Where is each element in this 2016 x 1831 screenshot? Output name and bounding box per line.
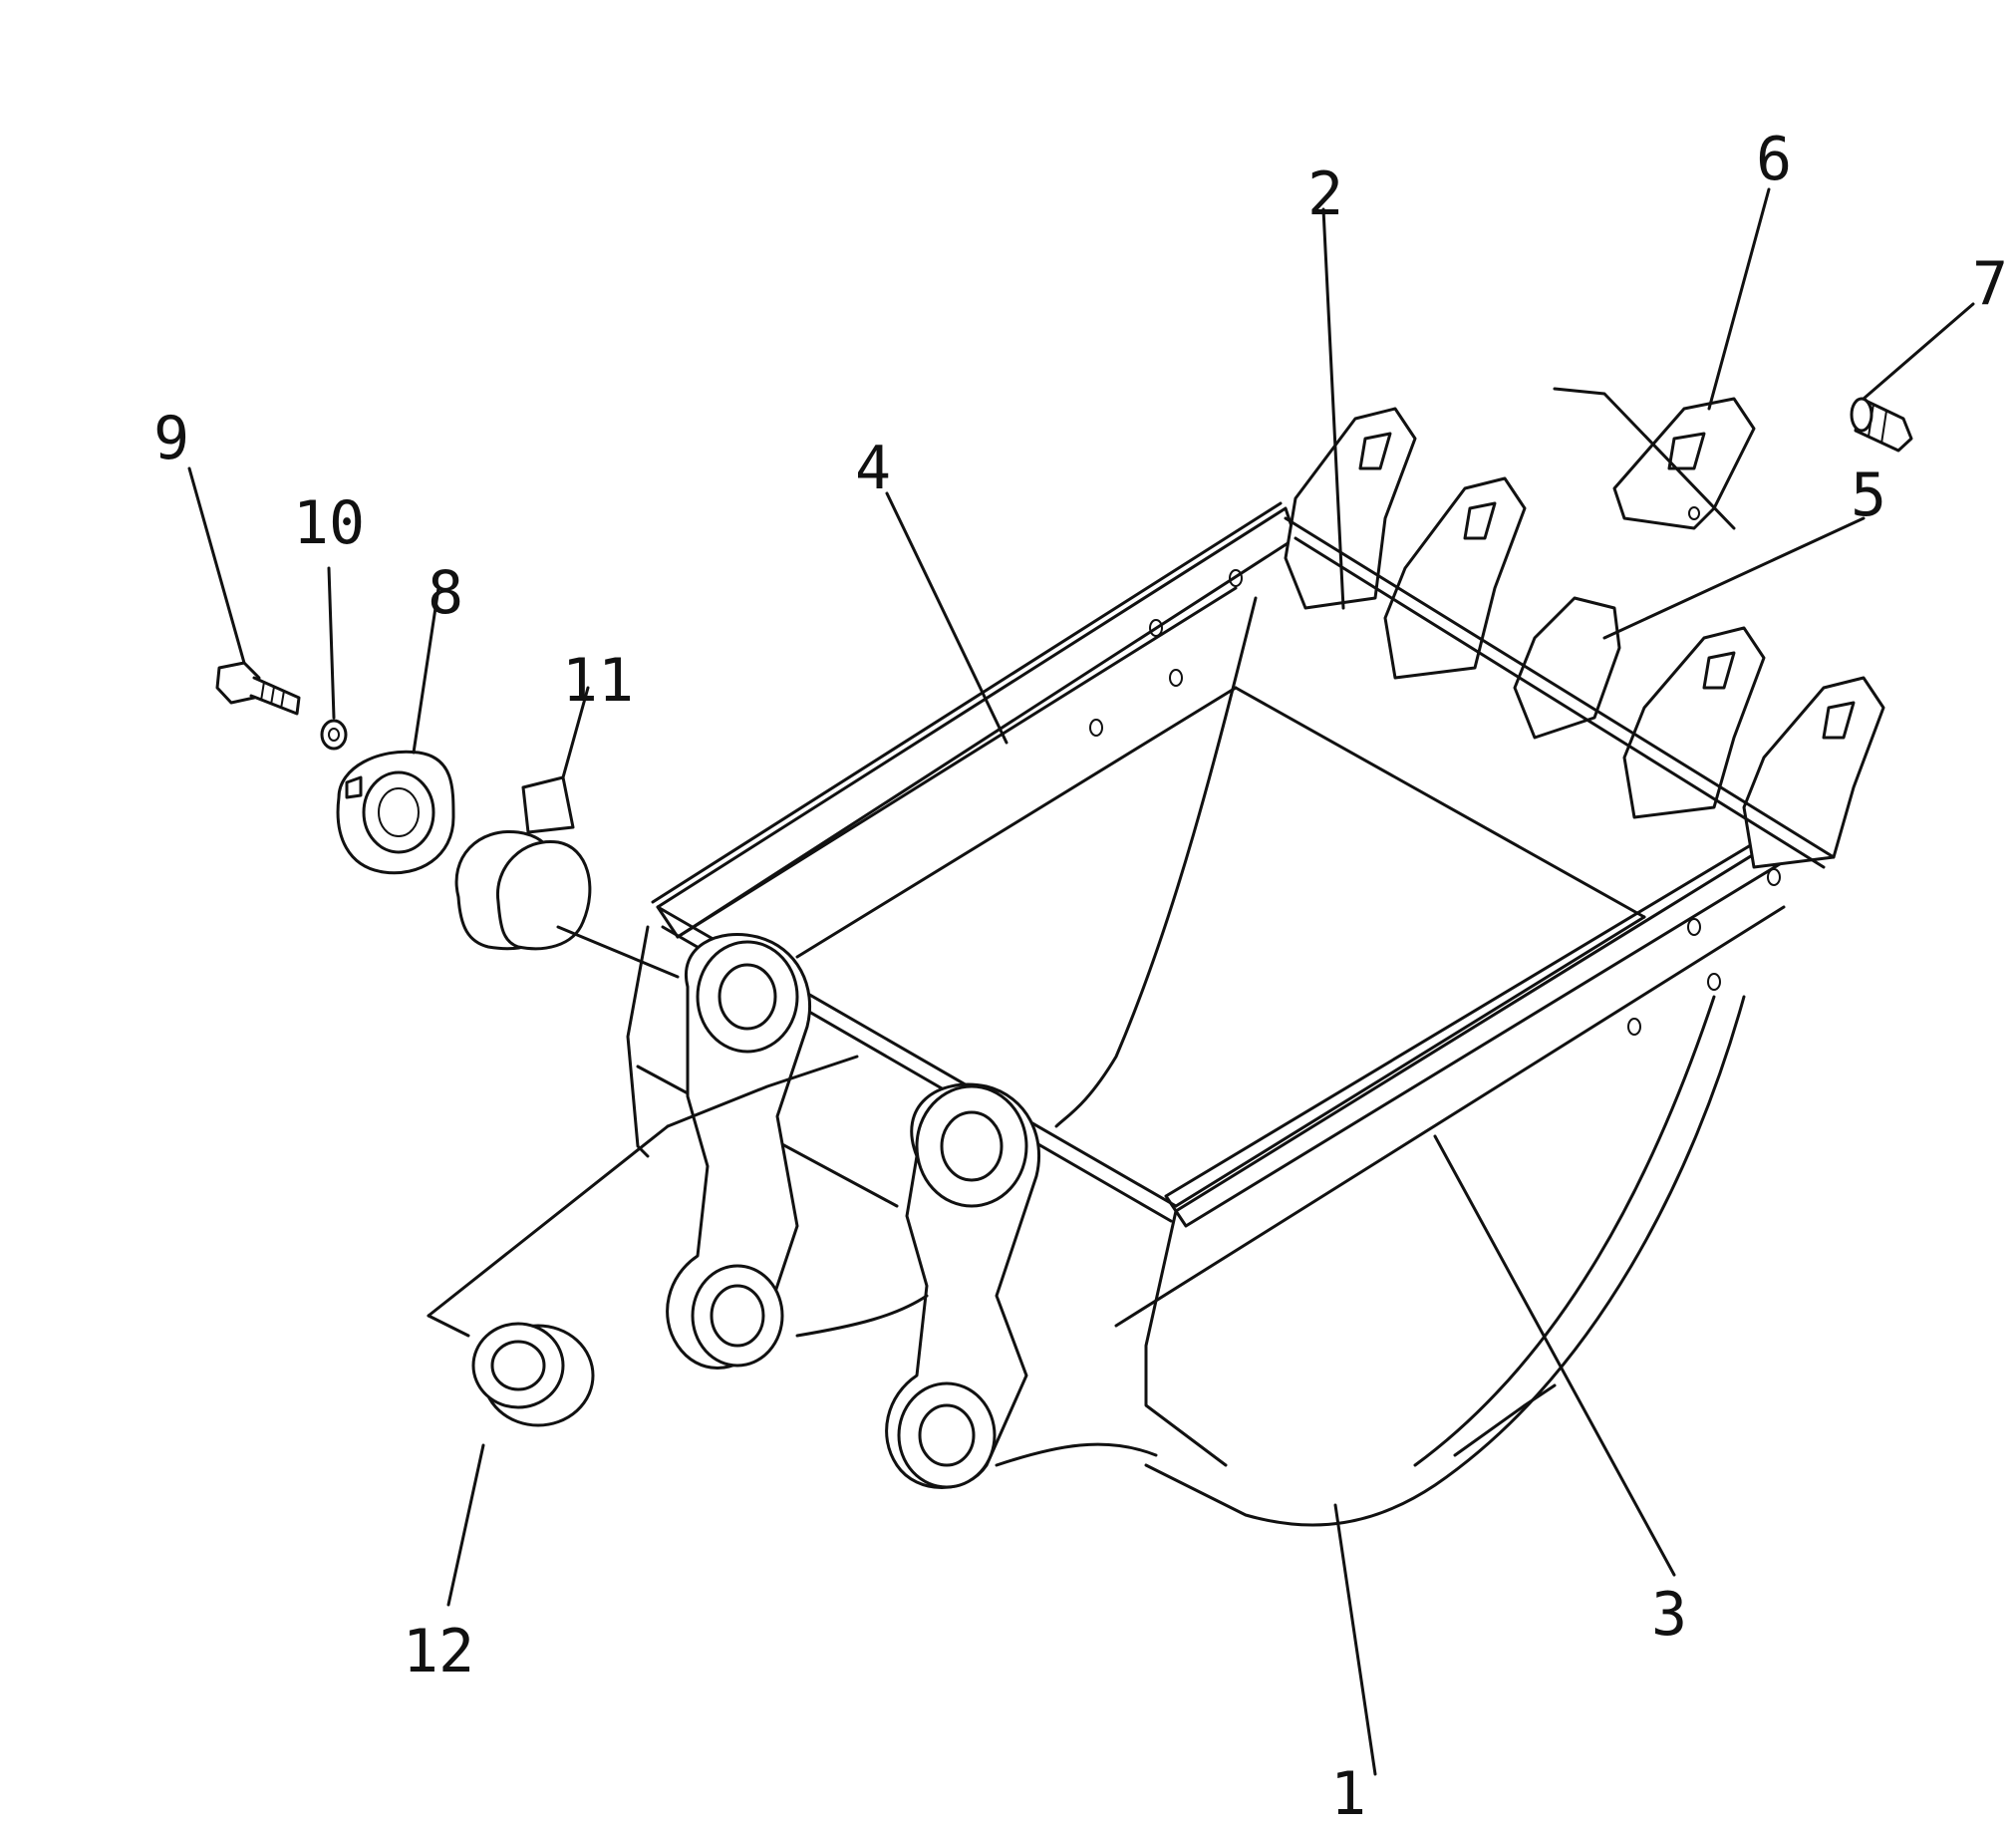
leader-lines	[187, 187, 1975, 1776]
callout-10: 10	[293, 488, 365, 558]
callout-9: 9	[153, 404, 189, 473]
retainer-plate	[336, 750, 455, 875]
callout-12: 12	[403, 1617, 474, 1686]
shims	[454, 775, 592, 951]
leader-5	[1602, 516, 1866, 640]
leader-12-bracket	[427, 1124, 670, 1318]
callout-1: 1	[1330, 1759, 1366, 1829]
leader-7	[1862, 302, 1975, 401]
leader-12-bracket-tick	[427, 1314, 470, 1338]
leader-12	[446, 1443, 485, 1607]
leader-8	[412, 586, 440, 755]
leader-2	[1321, 207, 1345, 610]
leader-12-bracket-run	[666, 1055, 859, 1128]
loose-tooth	[1612, 397, 1756, 530]
callout-4: 4	[855, 434, 891, 503]
callout-labels: 1 2 3 4 5 6 7 8 9 10 11 12	[153, 125, 2008, 1829]
callout-7: 7	[1972, 249, 2008, 319]
leader-10	[327, 566, 336, 720]
leader-shims-to-boss	[556, 925, 680, 979]
leader-9	[187, 466, 246, 665]
callout-6: 6	[1756, 125, 1792, 194]
leader-pin-bracket	[1553, 387, 1736, 530]
callout-2: 2	[1307, 159, 1343, 229]
pin	[1850, 397, 1913, 453]
leader-11	[561, 686, 590, 779]
callout-8: 8	[428, 558, 463, 628]
bushing	[471, 1322, 595, 1427]
teeth-row	[1284, 407, 1885, 869]
washer	[320, 719, 348, 751]
leader-4	[885, 491, 1008, 745]
leader-3	[1433, 1134, 1676, 1577]
leader-1	[1333, 1503, 1377, 1776]
leader-6	[1707, 187, 1771, 411]
bolt	[215, 661, 301, 716]
mounting-ears	[666, 932, 1158, 1489]
callout-5: 5	[1851, 460, 1886, 530]
callout-11: 11	[562, 646, 634, 716]
callout-3: 3	[1651, 1580, 1687, 1650]
